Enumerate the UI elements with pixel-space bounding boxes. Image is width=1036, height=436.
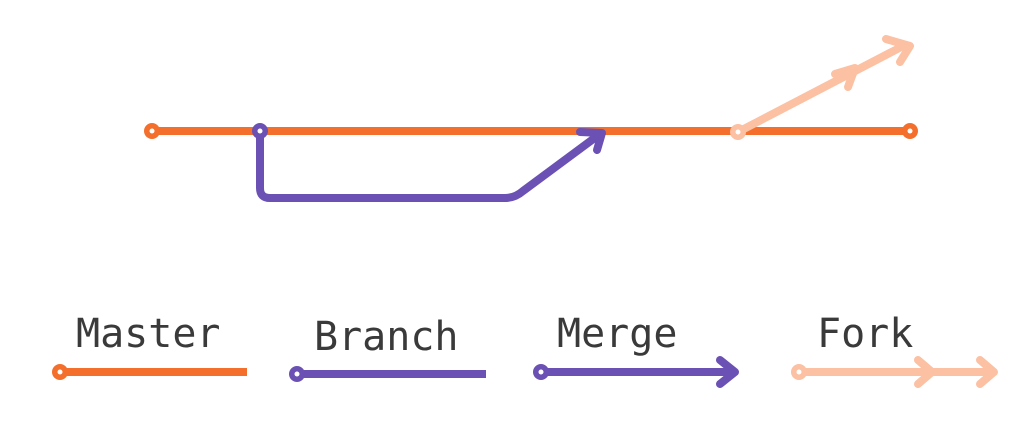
- merge-arrowhead: [576, 128, 606, 154]
- branch-node-center: [257, 128, 263, 134]
- legend-merge-arrowhead: [716, 356, 739, 388]
- fork-arrowhead-inner: [831, 64, 859, 91]
- fork-line: [734, 41, 909, 136]
- legend-label-merge: Merge: [557, 311, 678, 357]
- legend-branch-node-center: [294, 371, 300, 377]
- branch-merge-path: [256, 127, 604, 202]
- master-end-node-center: [907, 128, 913, 134]
- legend-label-master: Master: [76, 311, 221, 357]
- legend-fork-arrowhead-inner: [914, 356, 936, 388]
- master-start-node-center: [149, 128, 155, 134]
- legend-fork-arrowhead-outer: [976, 356, 998, 388]
- legend-label-branch: Branch: [314, 314, 459, 360]
- fork-arrowhead-outer: [882, 35, 914, 66]
- fork-node-center: [735, 129, 741, 135]
- legend-master-node-center: [57, 369, 63, 375]
- legend-merge-node-center: [538, 369, 544, 375]
- legend-fork-node-center: [796, 369, 802, 375]
- legend-label-fork: Fork: [817, 311, 914, 357]
